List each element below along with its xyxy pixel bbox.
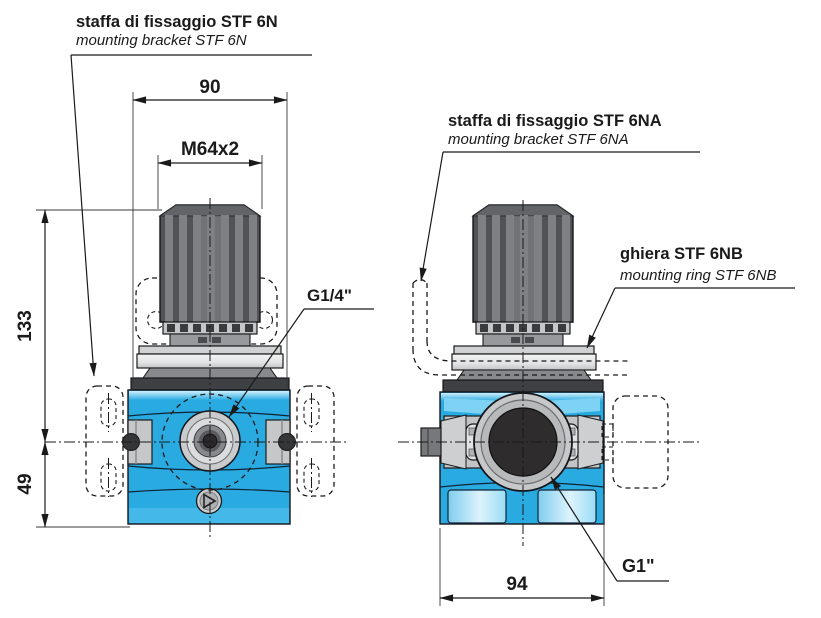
label-port-g14: G1/4"	[228, 286, 374, 418]
label-stf6nb-italian: ghiera STF 6NB	[620, 245, 743, 263]
dim-90-value: 90	[199, 77, 220, 98]
leader-arrow-g1	[550, 476, 618, 582]
regulator-body-side	[420, 391, 605, 525]
dim-thread-value: M64x2	[181, 139, 239, 160]
dim-49-value: 49	[15, 473, 36, 494]
leader-arrow-stf6nb	[586, 287, 616, 349]
mounting-bracket-dashed-left	[85, 385, 124, 497]
label-port-g1: G1"	[550, 476, 669, 582]
dim-94-value: 94	[506, 574, 528, 595]
leader-arrow-stf6n	[70, 54, 97, 377]
bracket-stf6na-dashed-outline	[412, 278, 629, 376]
label-mounting-ring-stf6nb: ghiera STF 6NB mounting ring STF 6NB	[586, 245, 795, 349]
label-stf6na-italian: staffa di fissaggio STF 6NA	[448, 112, 662, 130]
dim-heights: 133 49	[15, 209, 162, 528]
leader-arrow-g14	[228, 308, 305, 418]
mounting-bracket-dashed-right	[296, 385, 335, 497]
label-mounting-bracket-stf6n: staffa di fissaggio STF 6N mounting brac…	[70, 13, 312, 377]
label-stf6n-italian: staffa di fissaggio STF 6N	[76, 13, 278, 31]
label-stf6na-english: mounting bracket STF 6NA	[448, 131, 629, 148]
side-view: staffa di fissaggio STF 6NA mounting bra…	[398, 112, 795, 606]
dim-133-value: 133	[15, 310, 36, 342]
front-view: 90 M64x2 133 49 staffa di fissaggio STF …	[15, 13, 374, 540]
regulator-body-front	[122, 389, 296, 525]
leader-arrow-stf6na	[419, 151, 444, 282]
label-stf6n-english: mounting bracket STF 6N	[76, 32, 247, 49]
label-stf6nb-english: mounting ring STF 6NB	[620, 267, 776, 284]
label-g14-text: G1/4"	[307, 286, 352, 305]
dim-front-width: 90	[132, 77, 288, 388]
drain-screw	[195, 487, 223, 515]
label-g1-text: G1"	[622, 556, 655, 576]
label-mounting-bracket-stf6na: staffa di fissaggio STF 6NA mounting bra…	[419, 112, 700, 282]
dim-side-width: 94	[439, 494, 605, 606]
dim-thread: M64x2	[157, 139, 263, 209]
